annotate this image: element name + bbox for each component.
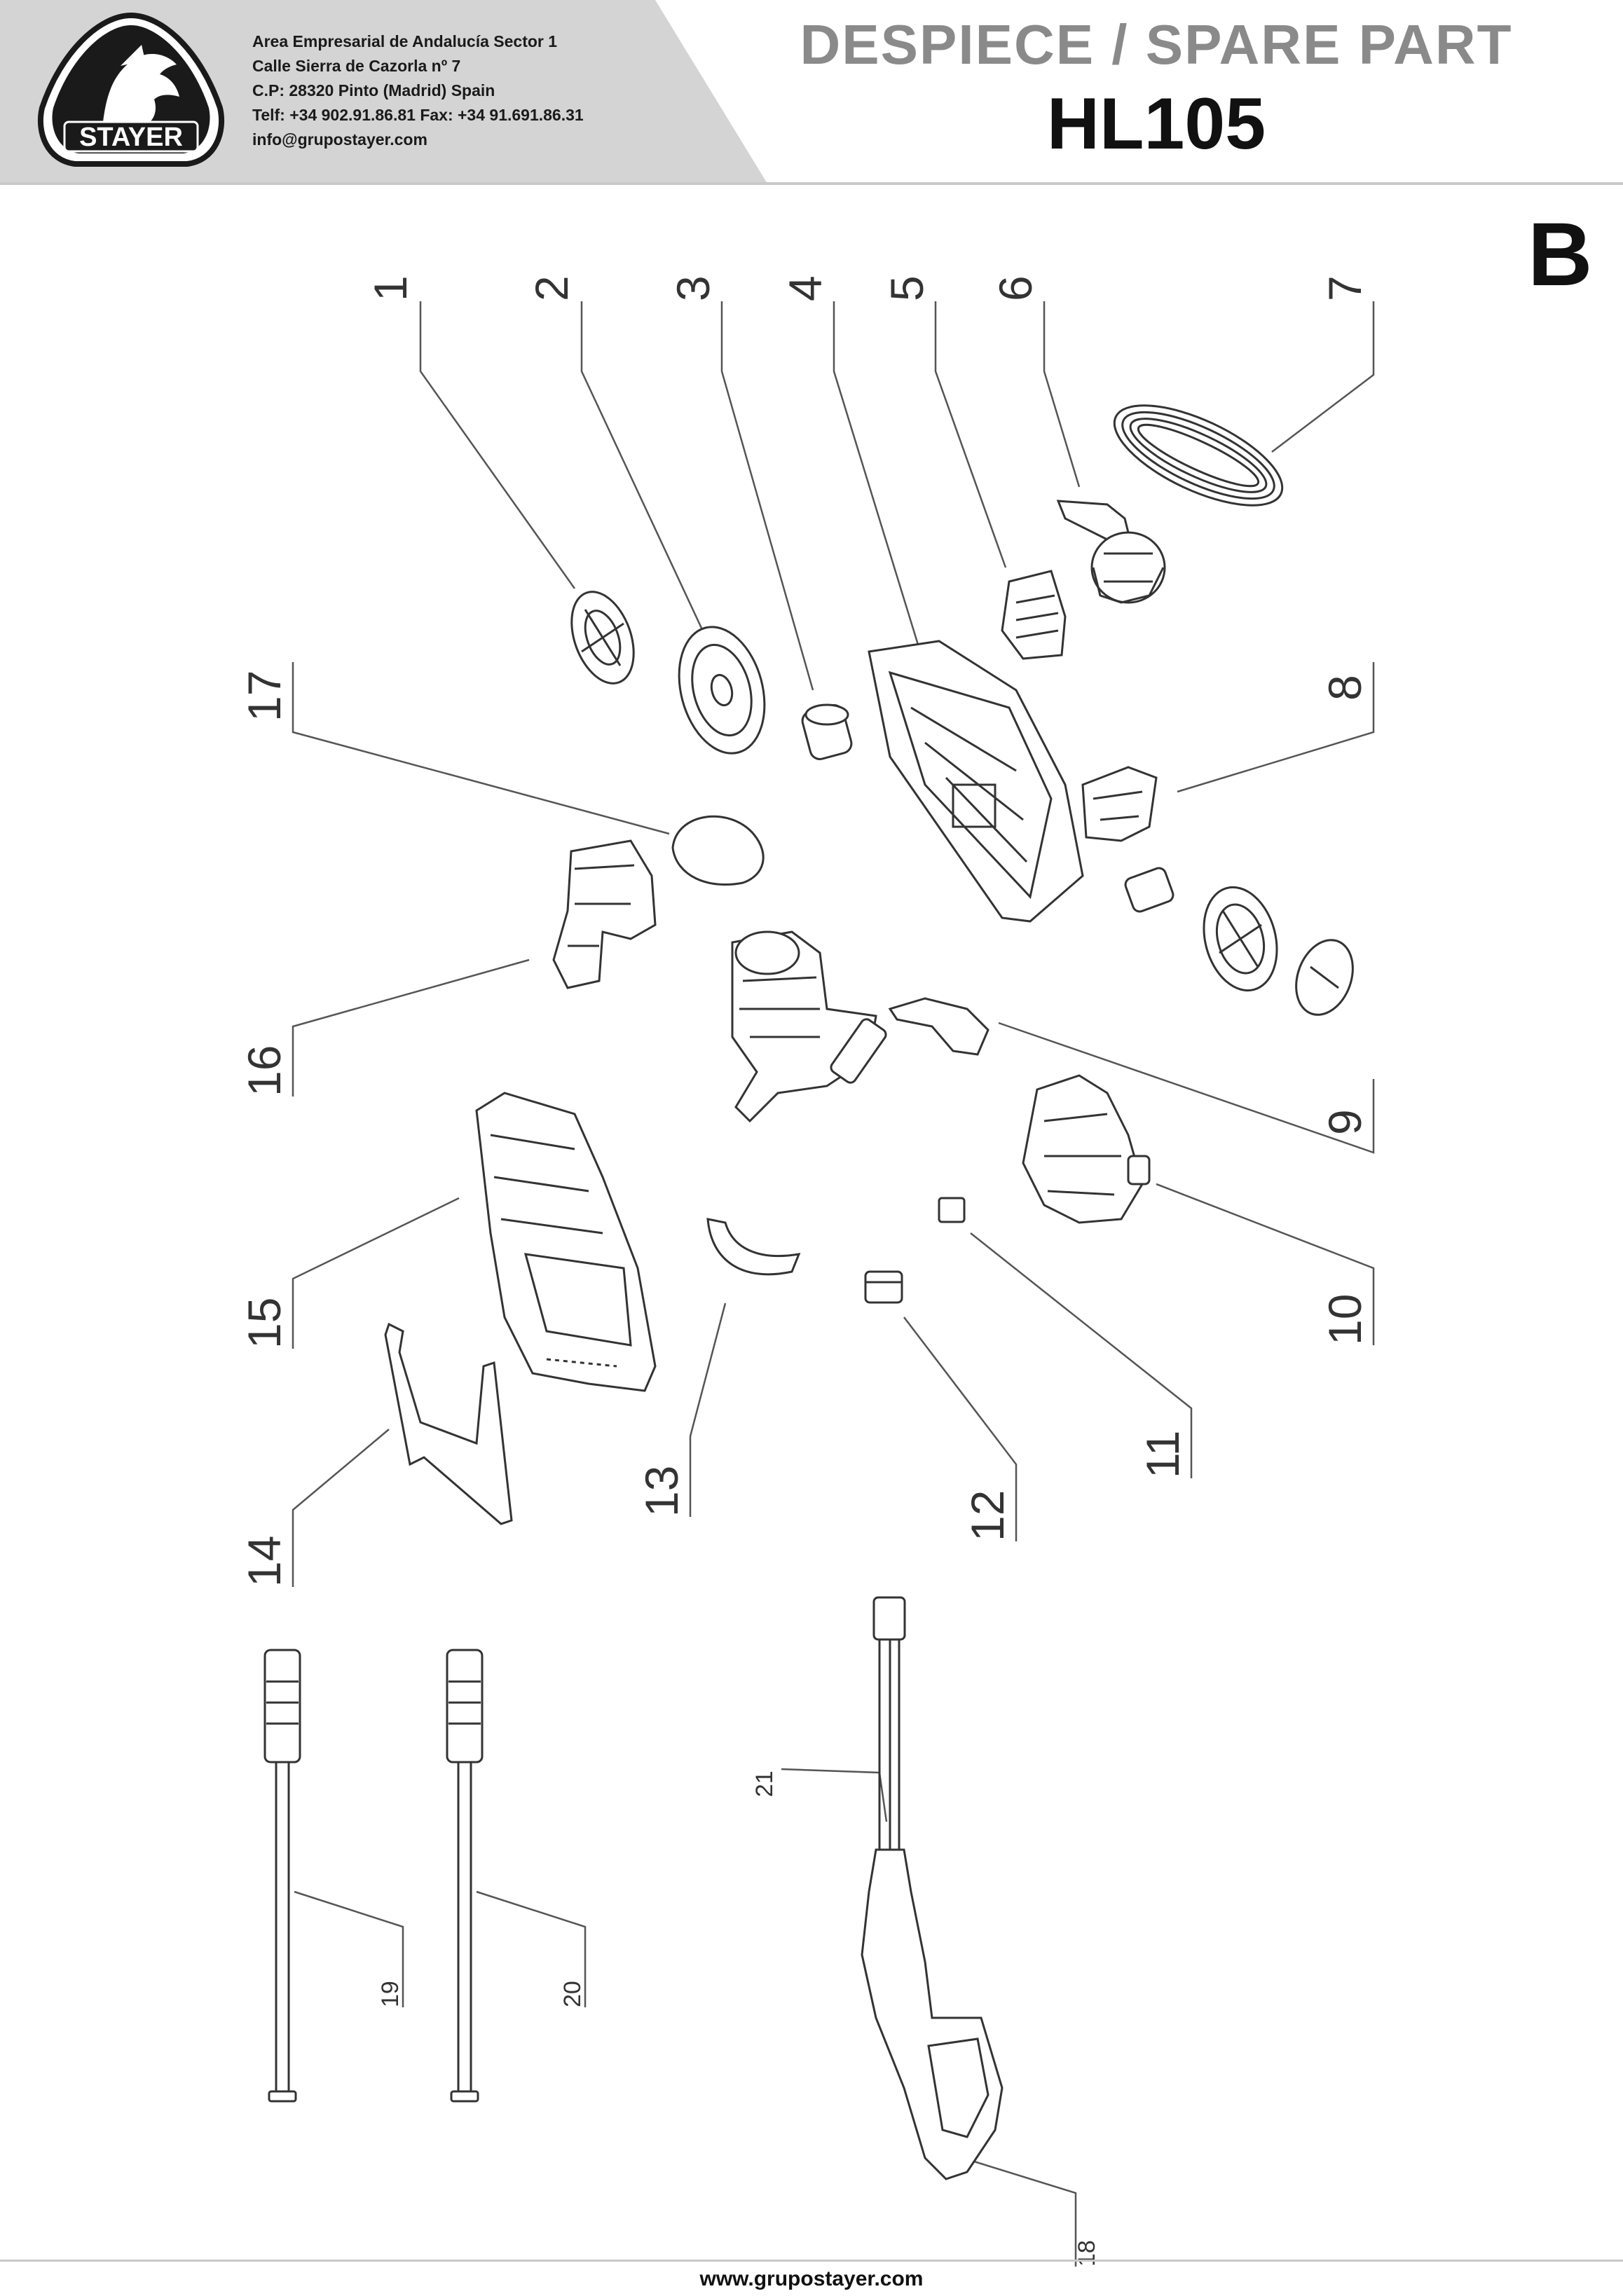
leader-line-3 [720, 301, 814, 691]
callout-7: 7 [1319, 275, 1371, 301]
leader-line-1 [419, 301, 576, 589]
part-2-wheel [678, 626, 766, 755]
callout-3: 3 [667, 275, 719, 301]
leader-line-6 [1043, 301, 1081, 488]
leader-line-2 [580, 301, 706, 635]
part-motor-pump-assembly [731, 930, 887, 1123]
company-address: Area Empresarial de Andalucía Sector 1 C… [252, 29, 584, 152]
leader-line-10 [1156, 1183, 1375, 1345]
part-14-handle [384, 1322, 513, 1525]
model-number: HL105 [1046, 83, 1266, 165]
document-title: DESPIECE / SPARE PART [800, 13, 1513, 76]
part-15-front-cover [475, 1092, 657, 1392]
callout-16: 16 [238, 1045, 290, 1097]
callout-4: 4 [779, 275, 831, 301]
address-line: Area Empresarial de Andalucía Sector 1 [252, 32, 558, 50]
leader-line-20 [476, 1890, 587, 2007]
leader-line-21 [781, 1768, 888, 1822]
part-9-handle-clip [888, 997, 989, 1056]
part-13-clamp [706, 1218, 801, 1276]
callout-13: 13 [636, 1466, 687, 1517]
callout-2: 2 [526, 275, 577, 301]
part-right-wheel [1203, 886, 1278, 992]
callout-9: 9 [1319, 1109, 1371, 1135]
callout-19: 19 [377, 1981, 404, 2007]
callout-21: 21 [751, 1771, 778, 1797]
callout-10: 10 [1319, 1294, 1371, 1345]
part-11-switch [938, 1197, 966, 1223]
part-right-wheel-cap [1295, 939, 1354, 1016]
callout-5: 5 [881, 275, 933, 301]
part-axle-connector [1124, 867, 1175, 913]
address-line: Telf: +34 902.91.86.81 Fax: +34 91.691.8… [252, 106, 584, 124]
section-letter: B [1528, 205, 1593, 305]
leader-line-9 [998, 1022, 1375, 1154]
leader-line-5 [934, 301, 1007, 568]
part-20-lance [446, 1649, 484, 2103]
part-1-wheel-cap [570, 591, 635, 685]
footer-divider [0, 2260, 1623, 2262]
leader-line-17 [292, 662, 670, 835]
part-3-axle-bush [801, 703, 853, 760]
part-8-bracket [1081, 766, 1158, 842]
leader-line-4 [833, 301, 919, 645]
address-line: Calle Sierra de Cazorla nº 7 [252, 57, 461, 75]
leader-line-8 [1177, 662, 1375, 793]
callout-14: 14 [238, 1536, 290, 1587]
part-10-pump-housing [1022, 1074, 1151, 1224]
part-18-spray-gun [861, 1596, 1004, 2180]
part-6-detergent-bottle [1056, 500, 1166, 604]
leader-line-13 [689, 1302, 727, 1517]
part-17-dome-cap [671, 815, 765, 886]
callout-11: 11 [1137, 1430, 1189, 1478]
address-line: C.P: 28320 Pinto (Madrid) Spain [252, 81, 495, 99]
address-line: info@grupostayer.com [252, 130, 427, 149]
callout-15: 15 [238, 1298, 290, 1349]
callout-12: 12 [961, 1490, 1013, 1541]
leader-line-16 [292, 958, 530, 1097]
leader-line-14 [292, 1429, 390, 1587]
leader-line-11 [970, 1232, 1193, 1478]
stayer-logo: STAYER [36, 10, 226, 171]
leader-line-19 [294, 1890, 404, 2007]
part-7-hose-coil [1113, 404, 1284, 507]
callout-20: 20 [559, 1981, 586, 2007]
leader-line-7 [1271, 301, 1375, 453]
callout-17: 17 [238, 671, 290, 722]
part-12-switch-block [864, 1270, 903, 1304]
header-divider [0, 182, 1623, 185]
part-5-nozzle-holder [1001, 570, 1067, 660]
footer-website: www.grupostayer.com [699, 2267, 924, 2290]
part-19-lance [263, 1649, 301, 2103]
callout-1: 1 [364, 275, 416, 301]
callout-18: 18 [1074, 2240, 1100, 2267]
leader-line-12 [903, 1317, 1018, 1541]
callout-8: 8 [1319, 675, 1371, 701]
leader-line-15 [292, 1197, 460, 1349]
stayer-logo-icon: STAYER [37, 12, 225, 167]
part-4-rear-housing [868, 640, 1084, 923]
leader-line-18 [973, 2160, 1077, 2267]
callout-6: 6 [989, 275, 1041, 301]
part-16-pump-frame [552, 839, 657, 989]
logo-brand-text: STAYER [79, 123, 183, 152]
